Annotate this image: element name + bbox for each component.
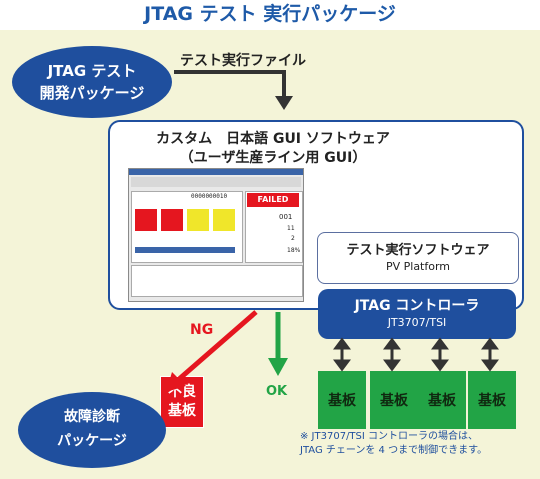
board-3: 基板: [418, 371, 466, 429]
pv-title: テスト実行ソフトウェア: [346, 243, 490, 258]
diag-package-line2: パッケージ: [57, 433, 127, 449]
note-line2: JTAG チェーンを 4 つまで制御できます。: [300, 445, 488, 456]
note-line1: ※ JT3707/TSI コントローラの場合は、: [300, 431, 479, 442]
test-file-label: テスト実行ファイル: [180, 53, 306, 69]
screenshot-tile-red-2: [161, 209, 183, 231]
ng-arrow: [176, 310, 258, 382]
gui-software-title: カスタム 日本語 GUI ソフトウェア （ユーザ生産ライン用 GUI）: [118, 130, 428, 168]
ng-arrowhead: [166, 372, 186, 392]
controller-title: JTAG コントローラ: [354, 298, 480, 314]
screenshot-failed-banner: FAILED: [247, 193, 299, 207]
page-title: JTAG テスト 実行パッケージ: [144, 3, 396, 25]
screenshot-log: [131, 265, 303, 297]
screenshot-pass-count: 001: [279, 213, 293, 221]
pv-platform-box: テスト実行ソフトウェア PV Platform: [317, 232, 519, 284]
ng-label: NG: [190, 322, 214, 338]
screenshot-pct: 18%: [287, 247, 301, 254]
controller-model: JT3707/TSI: [387, 316, 447, 329]
jtag-package-oval: JTAG テスト 開発パッケージ: [12, 46, 172, 118]
gui-title-line1: カスタム 日本語 GUI ソフトウェア: [156, 131, 390, 147]
test-file-arrowhead: [275, 96, 293, 110]
screenshot-tile-yellow: [187, 209, 209, 231]
pv-subtitle: PV Platform: [385, 260, 451, 273]
screenshot-count2: 11: [287, 225, 295, 232]
screenshot-toolbar: [131, 177, 301, 187]
diagnostic-package-oval: 故障診断 パッケージ: [18, 392, 166, 468]
screenshot-titlebar: [129, 169, 303, 175]
ok-label: OK: [266, 384, 288, 399]
screenshot-count3: 2: [291, 235, 295, 242]
gui-title-line2: （ユーザ生産ライン用 GUI）: [179, 150, 367, 166]
board-connector-arrows: [333, 337, 499, 372]
jtag-controller-box: JTAG コントローラ JT3707/TSI: [318, 289, 516, 339]
screenshot-tile-red: [135, 209, 157, 231]
ok-arrowhead: [268, 358, 288, 376]
board-4: 基板: [468, 371, 516, 429]
jtag-package-line2: 開発パッケージ: [39, 84, 145, 102]
controller-note: ※ JT3707/TSI コントローラの場合は、 JTAG チェーンを 4 つま…: [300, 430, 535, 458]
diag-package-line1: 故障診断: [64, 409, 120, 425]
screenshot-progress: [135, 247, 235, 253]
board-2: 基板: [370, 371, 418, 429]
bad-board-line2: 基板: [168, 403, 196, 419]
board-1: 基板: [318, 371, 366, 429]
test-file-arrow: [174, 70, 286, 98]
jtag-package-line1: JTAG テスト: [47, 62, 137, 80]
screenshot-counter: 0000000010: [191, 193, 228, 200]
gui-screenshot: 0000000010 FAILED 001 11 2 18%: [128, 168, 304, 302]
screenshot-tile-yellow-2: [213, 209, 235, 231]
